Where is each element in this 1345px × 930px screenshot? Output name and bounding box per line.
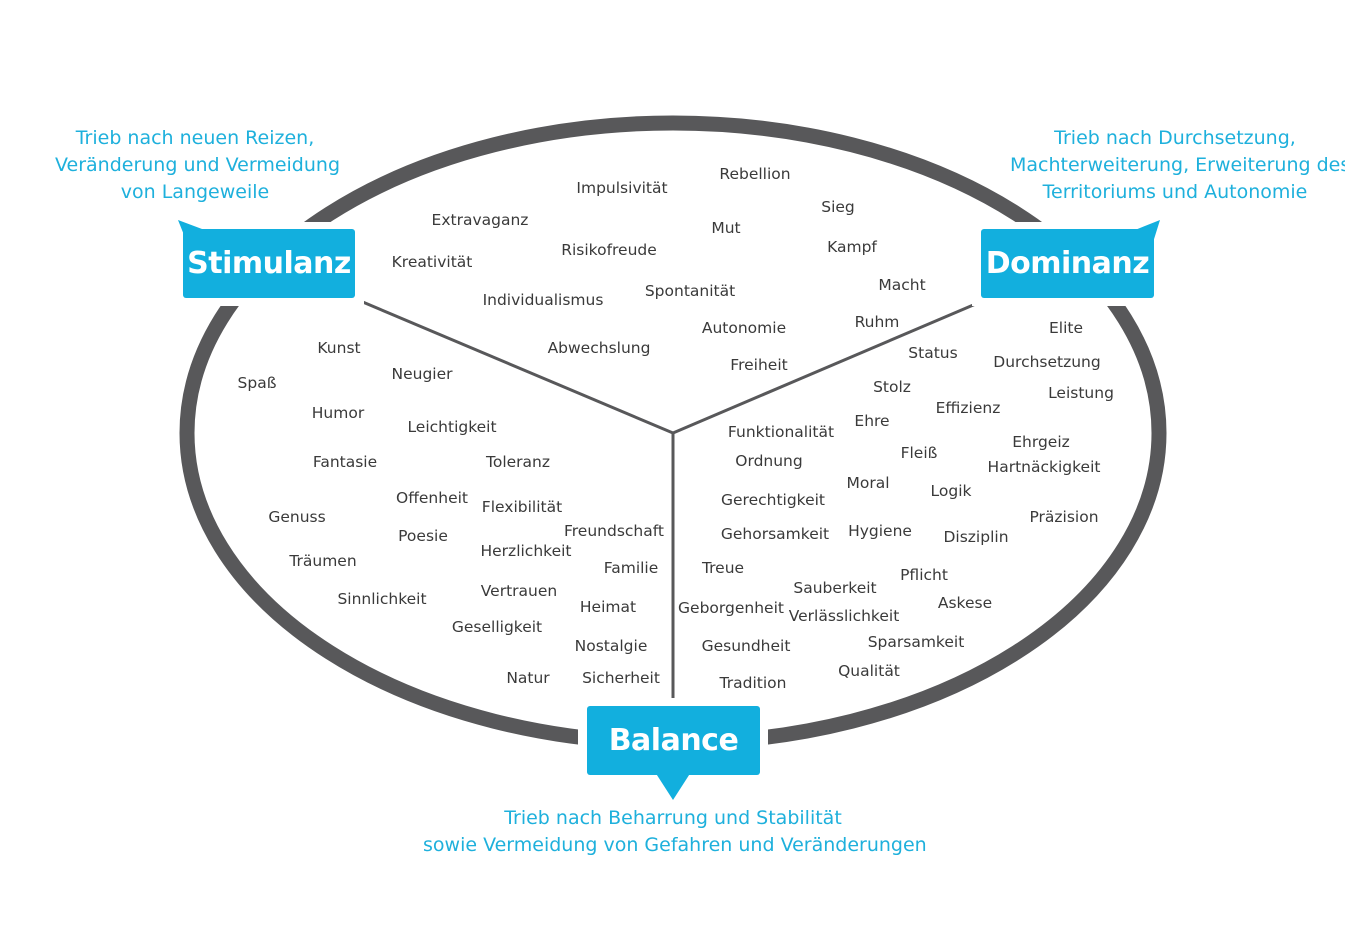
value-word: Neugier [391,365,453,383]
value-word: Spaß [237,374,277,392]
value-word: Rebellion [719,165,791,183]
value-word: Macht [878,276,926,294]
value-word: Durchsetzung [993,353,1101,371]
value-word: Vertrauen [480,582,558,600]
value-word: Sinnlichkeit [337,590,427,608]
value-word: Offenheit [396,489,468,507]
value-word: Pflicht [900,566,948,584]
value-word: Ehrgeiz [1012,433,1070,451]
value-word: Toleranz [486,453,550,471]
value-word: Kampf [827,238,877,256]
value-word: Ordnung [735,452,803,470]
value-word: Sieg [821,198,855,216]
value-word: Fantasie [312,453,378,471]
value-word: Fleiß [900,444,938,462]
stimulanz-description-line: von Langeweile [120,181,270,203]
value-word: Gehorsamkeit [720,525,830,543]
value-word: Herzlichkeit [480,542,572,560]
value-word: Freiheit [730,356,788,374]
value-word: Tradition [719,674,787,692]
value-word: Geborgenheit [678,599,784,617]
value-word: Flexibilität [481,498,563,516]
value-word: Disziplin [943,528,1009,546]
value-word: Risikofreude [561,241,657,259]
stimulanz-description: Trieb nach neuen Reizen, Veränderung und… [55,125,341,206]
value-word: Treue [701,559,745,577]
dominanz-description-line: Machterweiterung, Erweiterung des [1010,154,1345,176]
value-word: Abwechslung [547,339,651,357]
value-word: Moral [846,474,890,492]
value-word: Humor [311,404,365,422]
value-word: Präzision [1029,508,1099,526]
value-word: Sparsamkeit [867,633,965,651]
value-word: Leistung [1048,384,1114,402]
value-word: Verlässlichkeit [788,607,900,625]
value-word: Qualität [838,662,900,680]
value-word: Autonomie [701,319,787,337]
value-word: Logik [930,482,972,500]
value-word: Leichtigkeit [407,418,497,436]
value-word: Spontanität [644,282,736,300]
balance-label: Balance [608,723,739,758]
value-word: Träumen [289,552,357,570]
divider-line-dominanz [672,298,986,435]
value-word: Hartnäckigkeit [987,458,1101,476]
divider-line-stimulanz [357,298,674,435]
stimulanz-description-line: Veränderung und Vermeidung [55,154,341,176]
value-word: Askese [937,594,993,612]
value-word: Individualismus [482,291,604,309]
dominanz-description: Trieb nach Durchsetzung, Machterweiterun… [1010,125,1345,206]
value-word: Gesundheit [701,637,791,655]
value-word: Extravaganz [431,211,529,229]
value-word: Ruhm [854,313,900,331]
balance-description: Trieb nach Beharrung und Stabilität sowi… [423,805,927,859]
value-word: Hygiene [848,522,912,540]
balance-description-line: Trieb nach Beharrung und Stabilität [504,807,842,829]
stimulanz-description-line: Trieb nach neuen Reizen, [75,127,315,149]
value-word: Stolz [873,378,911,396]
value-word: Effizienz [935,399,1001,417]
value-word: Sicherheit [582,669,660,687]
value-word: Natur [506,669,550,687]
dominanz-label: Dominanz [985,246,1150,281]
balance-label-box: Balance [587,706,760,775]
value-word: Sauberkeit [793,579,877,597]
dominanz-description-line: Territoriums und Autonomie [1042,181,1308,203]
value-word: Impulsivität [576,179,668,197]
value-word: Funktionalität [727,423,835,441]
tail-balance [655,772,691,800]
value-word: Gerechtigkeit [720,491,826,509]
value-word: Nostalgie [574,637,648,655]
value-word: Familie [603,559,659,577]
value-word: Poesie [398,527,448,545]
value-word: Heimat [579,598,637,616]
value-word: Mut [711,219,741,237]
value-word: Ehre [854,412,890,430]
value-word: Kunst [317,339,361,357]
value-word: Status [908,344,958,362]
stimulanz-label-box: Stimulanz [183,229,355,298]
value-word: Kreativität [391,253,473,271]
value-word: Genuss [268,508,326,526]
value-word: Geselligkeit [451,618,543,636]
dominanz-label-box: Dominanz [981,229,1154,298]
value-word: Freundschaft [563,522,665,540]
dominanz-description-line: Trieb nach Durchsetzung, [1054,127,1296,149]
stimulanz-label: Stimulanz [187,246,351,281]
value-word: Elite [1048,319,1084,337]
balance-description-line: sowie Vermeidung von Gefahren und Veränd… [423,834,927,856]
